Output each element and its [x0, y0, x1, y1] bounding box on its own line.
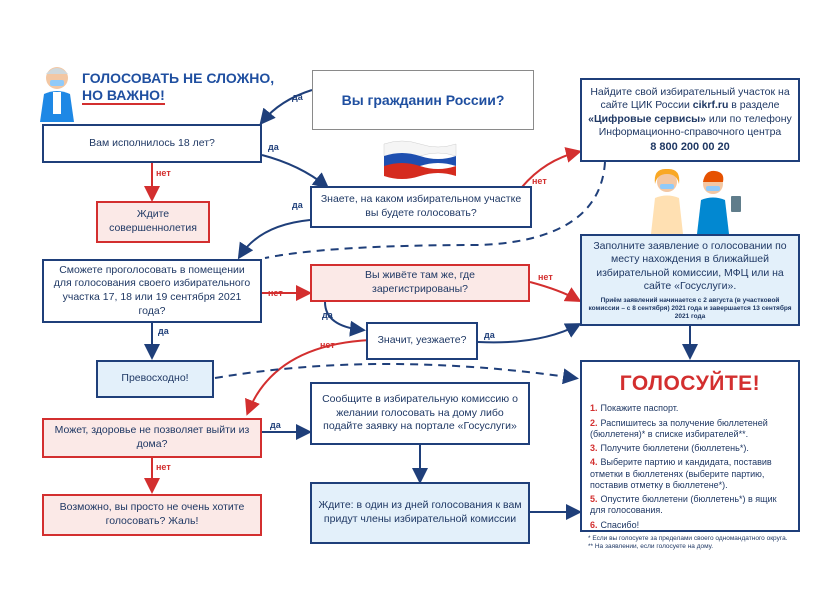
apply-text: Заполните заявление о голосовании по мес… — [593, 239, 787, 293]
label-yes-health: да — [270, 420, 281, 430]
know-station-question: Знаете, на каком избирательном участке в… — [310, 186, 532, 228]
vote-step: 6.Спасибо! — [590, 520, 790, 531]
label-yes-age: да — [268, 142, 279, 152]
find-station-box: Найдите свой избирательный участок на са… — [580, 78, 800, 162]
step-number: 3. — [590, 443, 598, 454]
label-no-age: нет — [156, 168, 171, 178]
find-part1: Найдите свой избирательный участок на са… — [590, 85, 790, 112]
step-number: 6. — [590, 519, 598, 530]
russia-flag — [382, 138, 458, 185]
step-text: Спасибо! — [600, 519, 640, 530]
label-yes-live: да — [322, 310, 333, 320]
cik-site-link[interactable]: cikrf.ru — [692, 99, 729, 112]
label-yes-know: да — [292, 200, 303, 210]
step-number: 5. — [590, 494, 598, 505]
vote-step: 2.Распишитесь за получение бюллетеней (б… — [590, 418, 790, 441]
vote-step: 3.Получите бюллетени (бюллетень*). — [590, 443, 790, 454]
label-yes-citizen: да — [292, 92, 303, 102]
label-no-room: нет — [268, 288, 283, 298]
no-want-box: Возможно, вы просто не очень хотите голо… — [42, 494, 262, 536]
vote-step: 5.Опустите бюллетени (бюллетень*) в ящик… — [590, 494, 790, 517]
step-text: Распишитесь за получение бюллетеней (бюл… — [590, 417, 768, 439]
vote-title: ГОЛОСУЙТЕ! — [619, 372, 761, 395]
excellent-box: Превосходно! — [96, 360, 214, 398]
step-number: 1. — [590, 403, 598, 414]
find-part3: или по телефону Информационно-справочног… — [598, 112, 792, 139]
label-yes-leaving: да — [484, 330, 495, 340]
header-line2: НО ВАЖНО! — [82, 86, 165, 105]
digital-services-section: «Цифровые сервисы» — [588, 112, 706, 125]
footnote-2: ** На заявлении, если голосуете на дому. — [588, 543, 714, 551]
vote-step: 4.Выберите партию и кандидата, поставив … — [590, 457, 790, 491]
health-question: Может, здоровье не позволяет выйти из до… — [42, 418, 262, 458]
apply-note: Приём заявлений начинается с 2 августа (… — [588, 297, 792, 320]
vote-footnotes: * Если вы голосуете за пределами своего … — [588, 535, 828, 552]
wait-adulthood: Ждите совершеннолетия — [96, 201, 210, 243]
step-text: Выберите партию и кандидата, поставив от… — [590, 457, 772, 490]
vote-step: 1.Покажите паспорт. — [590, 403, 790, 414]
volunteers-icon — [651, 168, 741, 234]
label-no-live: нет — [538, 272, 553, 282]
citizen-question: Вы гражданин России? — [312, 70, 534, 130]
doctor-icon — [40, 67, 74, 122]
label-no-leaving: нет — [320, 340, 335, 350]
step-text: Покажите паспорт. — [600, 403, 679, 414]
report-box: Сообщите в избирательную комиссию о жела… — [310, 382, 530, 445]
label-no-know: нет — [532, 176, 547, 186]
find-part2: в разделе — [731, 99, 780, 112]
can-vote-room-question: Сможете проголосовать в помещении для го… — [42, 259, 262, 323]
live-there-question: Вы живёте там же, где зарегистрированы? — [310, 264, 530, 302]
step-text: Опустите бюллетени (бюллетень*) в ящик д… — [590, 494, 777, 516]
label-yes-room: да — [158, 326, 169, 336]
vote-box: ГОЛОСУЙТЕ! 1.Покажите паспорт. 2.Распиши… — [580, 360, 800, 532]
step-text: Получите бюллетени (бюллетень*). — [600, 443, 749, 454]
hotline-phone: 8 800 200 00 20 — [650, 141, 730, 154]
footnote-1: * Если вы голосуете за пределами своего … — [588, 535, 788, 542]
apply-box: Заполните заявление о голосовании по мес… — [580, 234, 800, 326]
label-no-health: нет — [156, 462, 171, 472]
step-number: 2. — [590, 417, 598, 428]
header-title: ГОЛОСОВАТЬ НЕ СЛОЖНО, НО ВАЖНО! — [82, 70, 275, 105]
doctor-figure — [36, 62, 78, 122]
volunteers-figure — [645, 166, 755, 234]
vote-steps: 1.Покажите паспорт. 2.Распишитесь за пол… — [590, 403, 790, 534]
find-station-text: Найдите свой избирательный участок на са… — [588, 86, 792, 141]
header-line1: ГОЛОСОВАТЬ НЕ СЛОЖНО, — [82, 70, 275, 86]
leaving-question: Значит, уезжаете? — [366, 322, 478, 360]
step-number: 4. — [590, 457, 598, 468]
flag-icon — [383, 140, 457, 179]
age-question: Вам исполнилось 18 лет? — [42, 124, 262, 163]
wait-home-box: Ждите: в один из дней голосования к вам … — [310, 482, 530, 544]
